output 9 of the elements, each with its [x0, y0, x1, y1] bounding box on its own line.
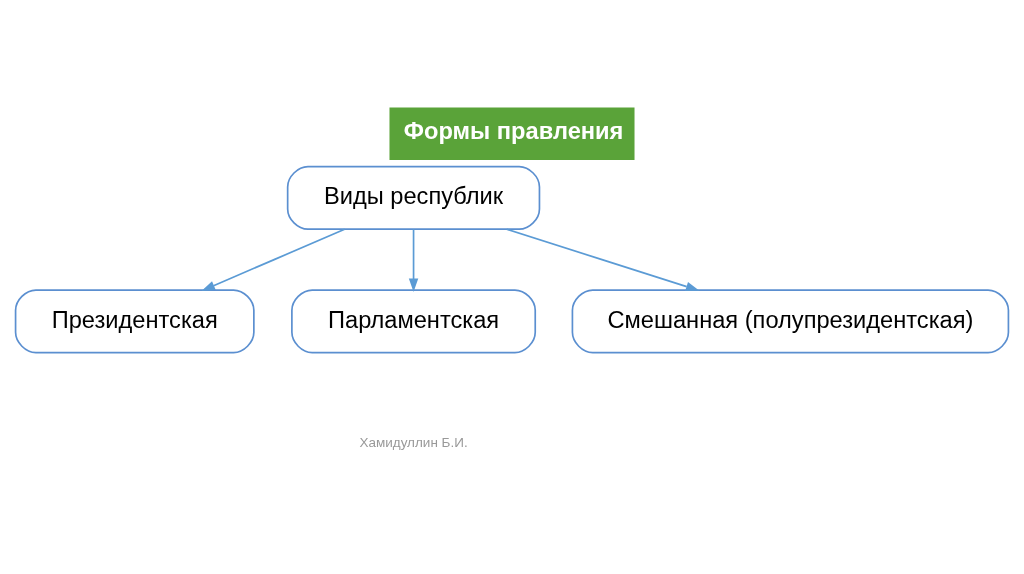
node-box: Президентская [14, 288, 255, 353]
arrow [408, 227, 419, 292]
node-box: Смешанная (полупрезидентская) [571, 288, 1010, 353]
label: Хамидуллин Б.И. [359, 434, 468, 450]
diagram-title: Формы правления [403, 117, 624, 144]
node-box: Парламентская [291, 288, 537, 353]
arrow [505, 227, 700, 291]
arrow [201, 227, 346, 291]
node-box: Виды республик [286, 165, 541, 230]
